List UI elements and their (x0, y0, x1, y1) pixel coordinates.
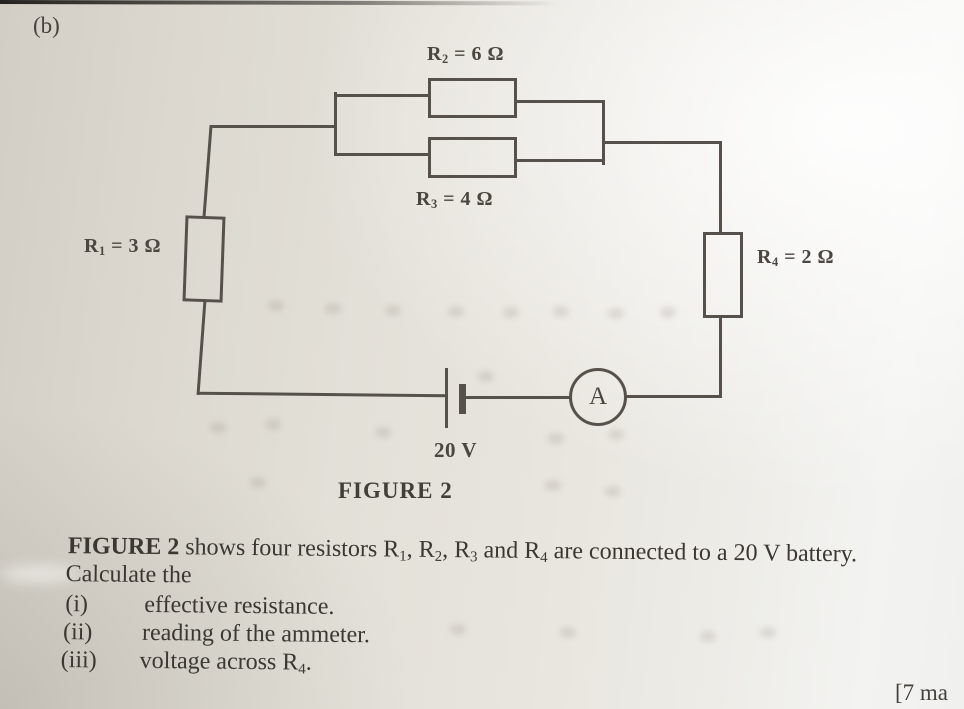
wire-bottom-right (626, 395, 722, 398)
r1-value: = 3 Ω (105, 235, 162, 257)
r1-symbol: R (84, 235, 99, 257)
wire-left-top (202, 125, 213, 218)
ammeter-letter: A (588, 383, 608, 410)
wire-feed-left (210, 125, 336, 128)
ghost-dot (553, 306, 569, 317)
figure-caption: FIGURE 2 (338, 478, 453, 503)
ghost-dot (700, 631, 716, 642)
ghost-dot (375, 427, 391, 438)
junction-bar-left (334, 92, 337, 156)
r4-subscript: 4 (771, 255, 779, 270)
ghost-dot (325, 303, 341, 314)
ghost-dot (450, 624, 466, 635)
intro-seg: , R (442, 537, 471, 564)
wire-branch-top-right (515, 100, 605, 103)
r2-subscript: 2 (441, 52, 449, 67)
wire-branch-top-left (335, 94, 430, 97)
r4-value: = 2 Ω (778, 246, 835, 268)
ghost-dot (478, 371, 494, 382)
r2-symbol: R (427, 43, 442, 65)
r1-subscript: 1 (98, 244, 106, 259)
intro-sub1: 1 (399, 548, 407, 565)
r4-symbol: R (757, 246, 772, 268)
photo-top-edge (0, 0, 560, 6)
battery-voltage-label: 20 V (434, 438, 478, 462)
ghost-dot (448, 306, 464, 317)
resistor-r3-label: R3 = 4 Ω (416, 188, 493, 211)
intro-seg: and R (477, 537, 541, 565)
wire-bottom-left (196, 391, 448, 398)
intro-seg: are connected to a 20 V battery. (547, 538, 858, 568)
ghost-dot (605, 486, 621, 497)
wire-branch-bottom-left (335, 153, 430, 156)
resistor-r4-label: R4 = 2 Ω (757, 246, 834, 269)
intro-sub4: 4 (540, 550, 548, 567)
wire-top-right (604, 141, 722, 144)
ghost-dot (608, 429, 624, 440)
item-ii-marker: (ii) (62, 619, 93, 646)
wire-right-bottom (719, 316, 722, 398)
item-i-text: effective resistance. (144, 591, 335, 620)
resistor-r3-box (428, 137, 517, 178)
ghost-dot (210, 422, 226, 433)
item-i-marker: (i) (65, 591, 89, 618)
intro-seg: , R (406, 536, 435, 563)
ghost-dot (545, 480, 561, 491)
resistor-r2-label: R2 = 6 Ω (427, 43, 504, 66)
ghost-dot (560, 627, 576, 638)
intro-figure-ref: FIGURE 2 (67, 533, 180, 561)
resistor-r4-box (703, 232, 743, 318)
resistor-r1-box (182, 215, 226, 303)
item-ii-text: reading of the ammeter. (141, 619, 371, 649)
resistor-r2-box (428, 78, 517, 118)
item-iii-subscript: 4 (298, 661, 306, 678)
ghost-dot (250, 477, 266, 488)
ghost-dot (268, 300, 284, 311)
ammeter-icon: A (569, 368, 627, 426)
item-iii-suffix: . (305, 649, 312, 676)
battery-short-plate (459, 384, 466, 414)
item-iii-marker: (iii) (60, 647, 97, 674)
ghost-dot (385, 305, 401, 316)
question-calculate-line: Calculate the (65, 561, 192, 589)
part-label: (b) (33, 13, 60, 38)
item-iii-prefix: voltage across R (139, 647, 299, 676)
intro-seg: shows four resistors R (179, 534, 400, 563)
junction-bar-right (602, 101, 605, 165)
wire-left-bottom (196, 300, 207, 395)
ghost-dot (548, 433, 564, 444)
marks-label: [7 ma (895, 680, 949, 705)
intro-sub2: 2 (434, 549, 443, 566)
r3-value: = 4 Ω (437, 188, 494, 210)
wire-branch-bottom-right (515, 159, 605, 162)
r3-symbol: R (416, 188, 431, 210)
intro-sub3: 3 (470, 549, 478, 566)
r2-value: = 6 Ω (448, 43, 505, 65)
ghost-dot (760, 627, 776, 638)
light-streak (0, 566, 78, 582)
wire-bottom-mid (465, 396, 571, 399)
ghost-dot (608, 308, 624, 319)
resistor-r1-label: R1 = 3 Ω (84, 235, 161, 258)
r3-subscript: 3 (430, 197, 438, 212)
wire-right-top (719, 141, 722, 234)
ghost-dot (660, 307, 676, 318)
ghost-dot (503, 307, 519, 318)
ghost-dot (265, 419, 281, 430)
battery-long-plate (445, 368, 448, 428)
item-iii-text: voltage across R4. (139, 647, 312, 678)
